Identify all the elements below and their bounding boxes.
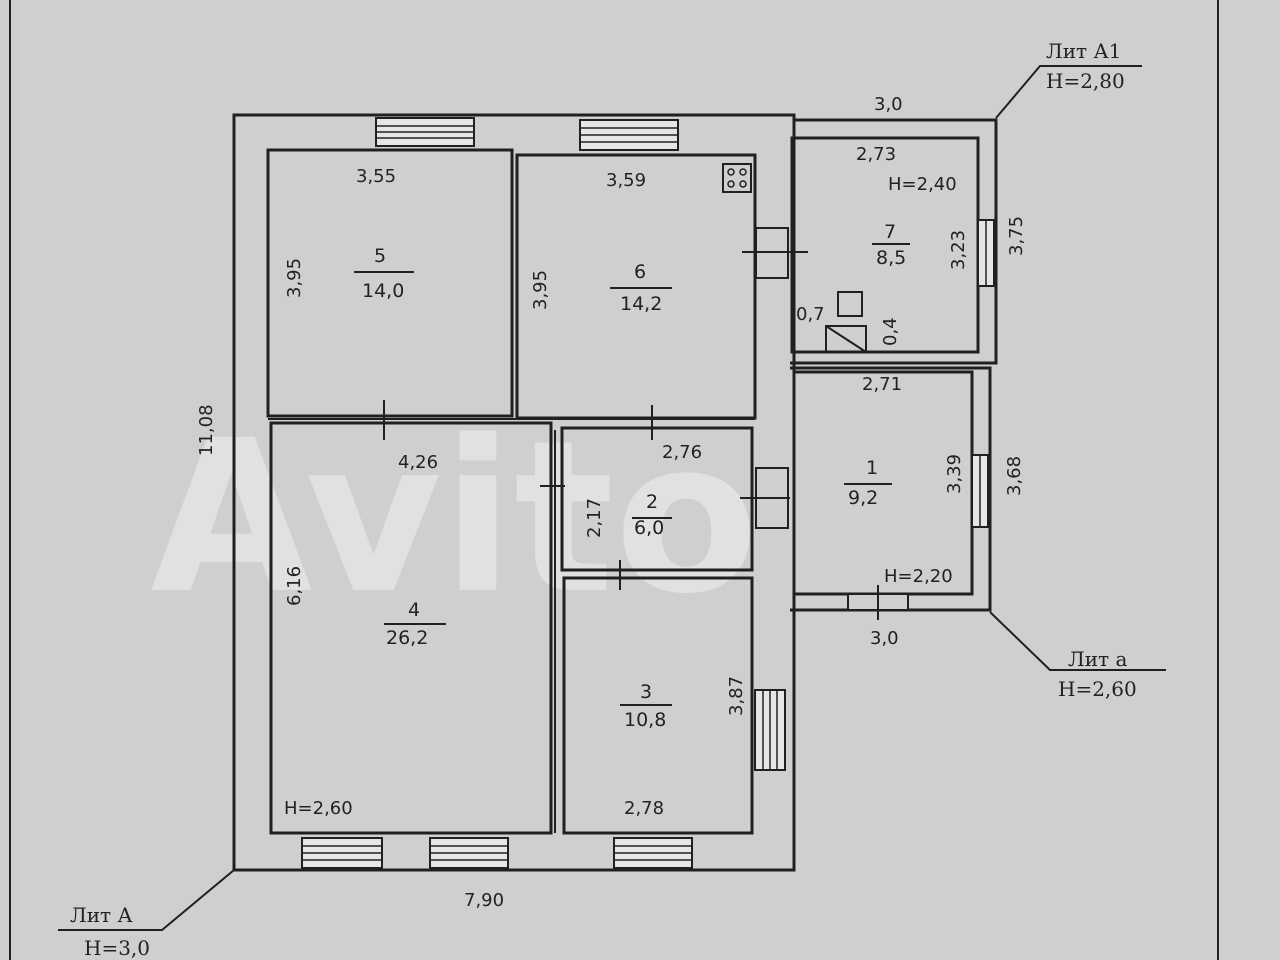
- room-3-width: 2,78: [624, 798, 664, 819]
- total-height-dim: 11,08: [196, 404, 217, 456]
- room-7-height: 3,23: [948, 230, 969, 270]
- annex-a-height-dim: 3,68: [1004, 456, 1025, 496]
- room-7-area: 8,5: [876, 247, 906, 269]
- room-4-ceiling: H=2,60: [284, 798, 353, 819]
- room-5-height: 3,95: [284, 258, 305, 298]
- room-6-number: 6: [634, 261, 646, 283]
- leader-lit-a-small: [989, 611, 1166, 671]
- room-3-area: 10,8: [624, 709, 666, 731]
- lit-a1-name: Лит А1: [1046, 39, 1121, 63]
- boiler-icon: [825, 291, 867, 353]
- room-3-number: 3: [640, 681, 652, 703]
- room-2-area: 6,0: [634, 517, 664, 539]
- room-1-number: 1: [866, 457, 878, 479]
- room-4-height: 6,16: [284, 566, 305, 606]
- room-4-area: 26,2: [386, 627, 428, 649]
- room-4-width: 4,26: [398, 452, 438, 473]
- room-6-area: 14,2: [620, 293, 662, 315]
- room-1-area: 9,2: [848, 487, 878, 509]
- room-5-number: 5: [374, 245, 386, 267]
- room-7-number: 7: [884, 221, 896, 243]
- doors: [383, 227, 909, 620]
- room-6-outline: [515, 153, 757, 420]
- room-2-width: 2,76: [662, 442, 702, 463]
- room-7-ceiling: H=2,40: [888, 174, 957, 195]
- lit-a1-height: H=2,80: [1046, 69, 1125, 93]
- room-2-height: 2,17: [584, 498, 605, 538]
- room-5-area: 14,0: [362, 280, 404, 302]
- room-2-number: 2: [646, 491, 658, 513]
- total-width-dim: 7,90: [464, 890, 504, 911]
- leader-lit-a: [58, 869, 235, 931]
- room-3-height: 3,87: [726, 676, 747, 716]
- room-5-width: 3,55: [356, 166, 396, 187]
- lit-leaders: [58, 65, 1166, 931]
- lit-a-small-height: H=2,60: [1058, 677, 1137, 701]
- room-1-width: 2,71: [862, 374, 902, 395]
- room-4-outline: [269, 421, 553, 835]
- room-4-number: 4: [408, 599, 420, 621]
- annex-a1-height-dim: 3,75: [1006, 216, 1027, 256]
- lit-a-small-name: Лит а: [1068, 647, 1127, 671]
- lit-a-name: Лит А: [70, 903, 133, 927]
- room-1-ceiling: H=2,20: [884, 566, 953, 587]
- windows: [301, 117, 995, 869]
- room-6-width: 3,59: [606, 170, 646, 191]
- leader-lit-a1: [995, 65, 1142, 119]
- stove-icon: [722, 163, 752, 193]
- annex-bottom-dim: 3,0: [870, 628, 899, 649]
- room-7-extra-1: 0,7: [796, 304, 825, 325]
- annex-top-dim: 3,0: [874, 94, 903, 115]
- room-1-height: 3,39: [944, 454, 965, 494]
- room-6-height: 3,95: [530, 270, 551, 310]
- room-7-extra-2: 0,4: [880, 317, 901, 346]
- room-7-width: 2,73: [856, 144, 896, 165]
- room-3-outline: [562, 576, 754, 835]
- lit-a-height: H=3,0: [84, 936, 150, 960]
